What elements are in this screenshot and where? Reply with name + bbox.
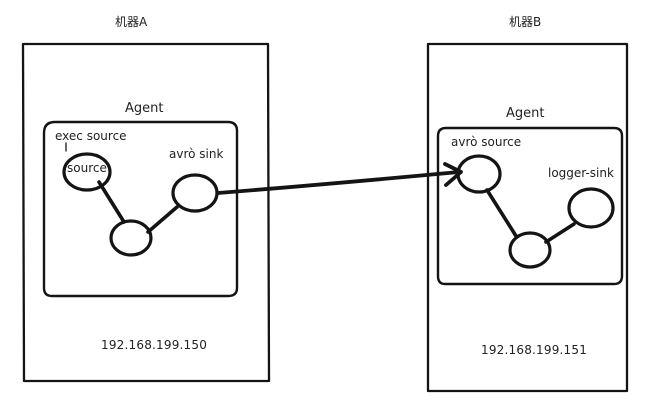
avro-source-node bbox=[456, 154, 502, 194]
arrowhead bbox=[443, 162, 463, 187]
machine-b-agent-label: Agent bbox=[506, 106, 544, 121]
avro-source-label: avrò source bbox=[451, 135, 521, 149]
avro-sink-label: avrò sink bbox=[169, 147, 223, 161]
machine-b: 机器B Agent avrò source logger-sink 192.16… bbox=[426, 15, 629, 393]
edge-source-to-channel bbox=[97, 180, 126, 224]
sink-to-source-arrow bbox=[216, 170, 461, 195]
machine-a-ip: 192.168.199.150 bbox=[101, 338, 207, 352]
source-node-label: source bbox=[67, 161, 107, 175]
logger-sink-node bbox=[567, 187, 615, 229]
machine-b-title: 机器B bbox=[509, 15, 541, 29]
machine-b-ip: 192.168.199.151 bbox=[481, 343, 587, 357]
avro-sink-node bbox=[171, 173, 219, 213]
logger-sink-label: logger-sink bbox=[548, 166, 614, 180]
machine-a-agent-box bbox=[42, 120, 239, 298]
source-node bbox=[62, 152, 112, 192]
cross-machine-link bbox=[216, 162, 463, 195]
edge-channel-to-sink bbox=[146, 205, 179, 234]
machine-a: 机器A Agent exec source source avrò sink 1… bbox=[21, 15, 271, 383]
machine-a-box bbox=[21, 42, 271, 383]
machine-a-agent-label: Agent bbox=[125, 101, 163, 116]
machine-a-title: 机器A bbox=[115, 15, 148, 29]
machine-b-box bbox=[426, 42, 629, 393]
edge-source-to-channel-b bbox=[485, 188, 518, 238]
channel-node-b bbox=[508, 231, 552, 269]
edge-channel-to-logger bbox=[544, 222, 576, 244]
channel-node-a bbox=[109, 219, 153, 257]
machine-b-agent-box bbox=[436, 126, 624, 286]
exec-source-label: exec source bbox=[55, 129, 127, 143]
